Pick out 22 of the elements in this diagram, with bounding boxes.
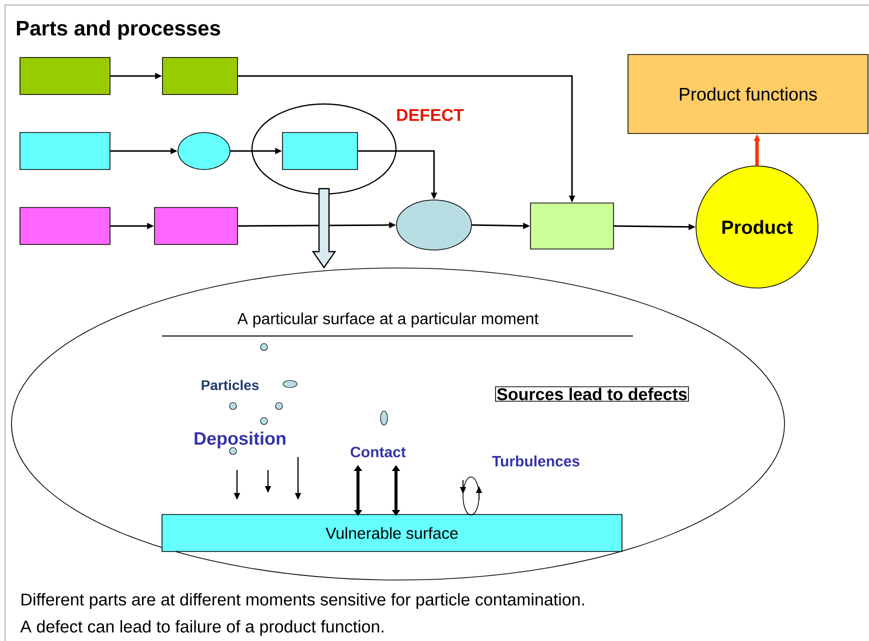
process-box xyxy=(20,132,110,170)
process-box xyxy=(282,132,358,170)
process-box xyxy=(530,202,614,250)
process-ellipse xyxy=(396,200,472,250)
title: Parts and processes xyxy=(16,20,220,40)
defect-label: DEFECT xyxy=(397,108,464,122)
process-box xyxy=(20,207,110,245)
function-box: Product functions xyxy=(628,54,868,134)
process-ellipse xyxy=(178,132,230,170)
heading-text: A particular surface at a particular moment xyxy=(237,312,539,328)
text-box: Sources lead to defects xyxy=(495,386,689,402)
process-box xyxy=(20,57,110,95)
process-label: Deposition xyxy=(194,432,286,448)
process-box xyxy=(154,207,238,245)
surface-bar: Vulnerable surface xyxy=(162,514,622,552)
process-label: Particles xyxy=(202,380,259,390)
process-label: Contact xyxy=(350,446,406,458)
hollow-arrow xyxy=(312,188,336,269)
process-label: Turbulences xyxy=(492,456,580,466)
caption-text: A defect can lead to failure of a product function. xyxy=(20,620,384,636)
caption-text: Different parts are at different moments sensitive for particle contamination. xyxy=(22,593,584,609)
process-box xyxy=(162,57,238,95)
